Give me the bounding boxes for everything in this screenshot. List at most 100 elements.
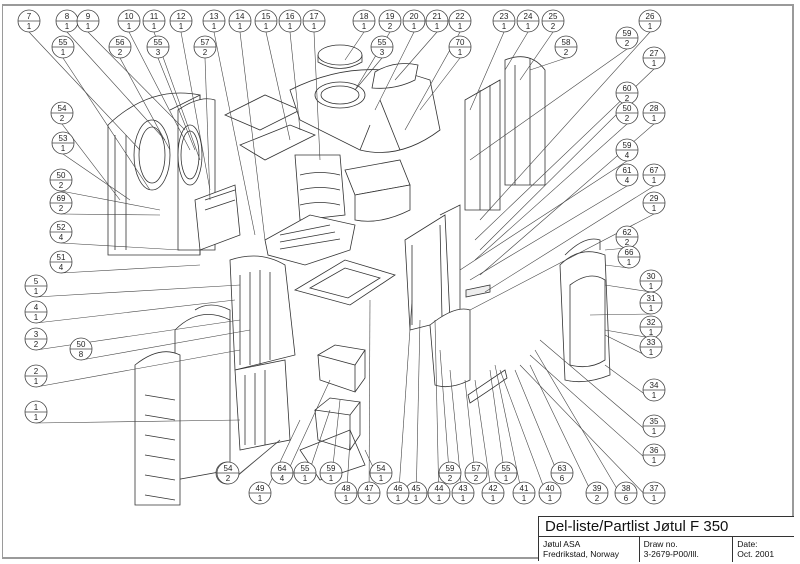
- part-quantity: 1: [362, 22, 367, 31]
- part-quantity: 2: [59, 181, 64, 190]
- front-cover: [134, 351, 181, 506]
- leader-line: [479, 31, 651, 221]
- part-number: 16: [286, 12, 295, 21]
- part-callout: 592: [438, 461, 462, 485]
- top-cover: [289, 69, 441, 153]
- part-callout: 371: [642, 481, 666, 505]
- draw-no-value: 3-2679-P00/Ill.: [643, 549, 699, 559]
- part-callout: 81: [55, 9, 79, 33]
- part-number: 64: [278, 464, 287, 473]
- part-callout: 151: [254, 9, 278, 33]
- part-number: 55: [154, 38, 163, 47]
- part-number: 2: [34, 367, 39, 376]
- leader-line: [419, 57, 461, 111]
- part-number: 59: [446, 464, 455, 473]
- part-number: 13: [210, 12, 219, 21]
- part-number: 31: [647, 294, 656, 303]
- part-callout: 261: [638, 9, 662, 33]
- part-number: 58: [562, 38, 571, 47]
- leader-line: [60, 242, 181, 251]
- part-callout: 331: [639, 335, 663, 359]
- part-quantity: 1: [86, 22, 91, 31]
- leader-line: [449, 369, 464, 505]
- part-quantity: 1: [34, 413, 39, 422]
- part-number: 43: [459, 484, 468, 493]
- part-number: 55: [301, 464, 310, 473]
- leader-line: [289, 31, 301, 131]
- part-quantity: 2: [564, 48, 569, 57]
- leader-line: [529, 364, 598, 505]
- part-number: 50: [57, 171, 66, 180]
- part-callout: 11: [24, 400, 48, 424]
- part-number: 20: [410, 12, 419, 21]
- part-number: 70: [456, 38, 465, 47]
- leader-line: [354, 57, 383, 91]
- part-callout: 502: [615, 101, 639, 125]
- part-number: 1: [34, 403, 39, 412]
- leader-line: [35, 419, 241, 424]
- part-number: 14: [236, 12, 245, 21]
- part-quantity: 1: [522, 494, 527, 503]
- part-quantity: 1: [65, 22, 70, 31]
- leader-line: [479, 103, 628, 251]
- leader-line: [180, 31, 211, 191]
- part-quantity: 1: [502, 22, 507, 31]
- part-number: 39: [593, 484, 602, 493]
- company-name: Jøtul ASA: [543, 539, 581, 549]
- part-number: 54: [58, 104, 67, 113]
- top-lid: [317, 44, 363, 69]
- part-number: 34: [650, 381, 659, 390]
- part-number: 37: [650, 484, 659, 493]
- date-label: Date:: [737, 539, 758, 549]
- part-quantity: 4: [59, 263, 64, 272]
- leader-line: [589, 313, 652, 316]
- part-quantity: 1: [435, 22, 440, 31]
- part-quantity: 1: [652, 456, 657, 465]
- part-number: 67: [650, 166, 659, 175]
- part-quantity: 2: [625, 39, 630, 48]
- part-number: 40: [546, 484, 555, 493]
- part-quantity: 1: [548, 494, 553, 503]
- leader-line: [60, 213, 161, 216]
- part-quantity: 1: [627, 258, 632, 267]
- part-number: 27: [650, 49, 659, 58]
- part-callout: 701: [448, 35, 472, 59]
- part-quantity: 4: [59, 233, 64, 242]
- part-number: 62: [623, 228, 632, 237]
- leader-line: [459, 160, 628, 271]
- leader-line: [434, 319, 440, 505]
- part-callout: 41: [24, 300, 48, 324]
- part-callout: 231: [492, 9, 516, 33]
- leader-line: [80, 329, 251, 361]
- part-quantity: 1: [34, 377, 39, 386]
- part-quantity: 1: [396, 494, 401, 503]
- part-quantity: 2: [226, 474, 231, 483]
- part-number: 54: [377, 464, 386, 473]
- part-number: 38: [622, 484, 631, 493]
- part-quantity: 1: [504, 474, 509, 483]
- part-callout: 692: [49, 191, 73, 215]
- part-callout: 192: [378, 9, 402, 33]
- part-quantity: 2: [448, 474, 453, 483]
- part-callouts: 7181911011111211311411511611711811922012…: [17, 9, 666, 505]
- part-callout: 21: [24, 364, 48, 388]
- ash-door: [429, 308, 471, 388]
- leader-line: [35, 319, 241, 351]
- part-quantity: 1: [367, 494, 372, 503]
- part-number: 19: [386, 12, 395, 21]
- leader-line: [484, 185, 655, 293]
- front-lower-panel: [234, 359, 291, 451]
- leader-line: [604, 284, 652, 293]
- drawing-number-cell: Draw no. 3-2679-P00/Ill.: [640, 537, 734, 562]
- part-number: 69: [57, 194, 66, 203]
- grate: [264, 214, 356, 266]
- part-number: 5: [34, 277, 39, 286]
- part-quantity: 2: [118, 48, 123, 57]
- part-callout: 361: [642, 443, 666, 467]
- part-callout: 51: [24, 274, 48, 298]
- part-callout: 241: [516, 9, 540, 33]
- part-quantity: 1: [312, 22, 317, 31]
- part-quantity: 1: [127, 22, 132, 31]
- part-quantity: 1: [652, 494, 657, 503]
